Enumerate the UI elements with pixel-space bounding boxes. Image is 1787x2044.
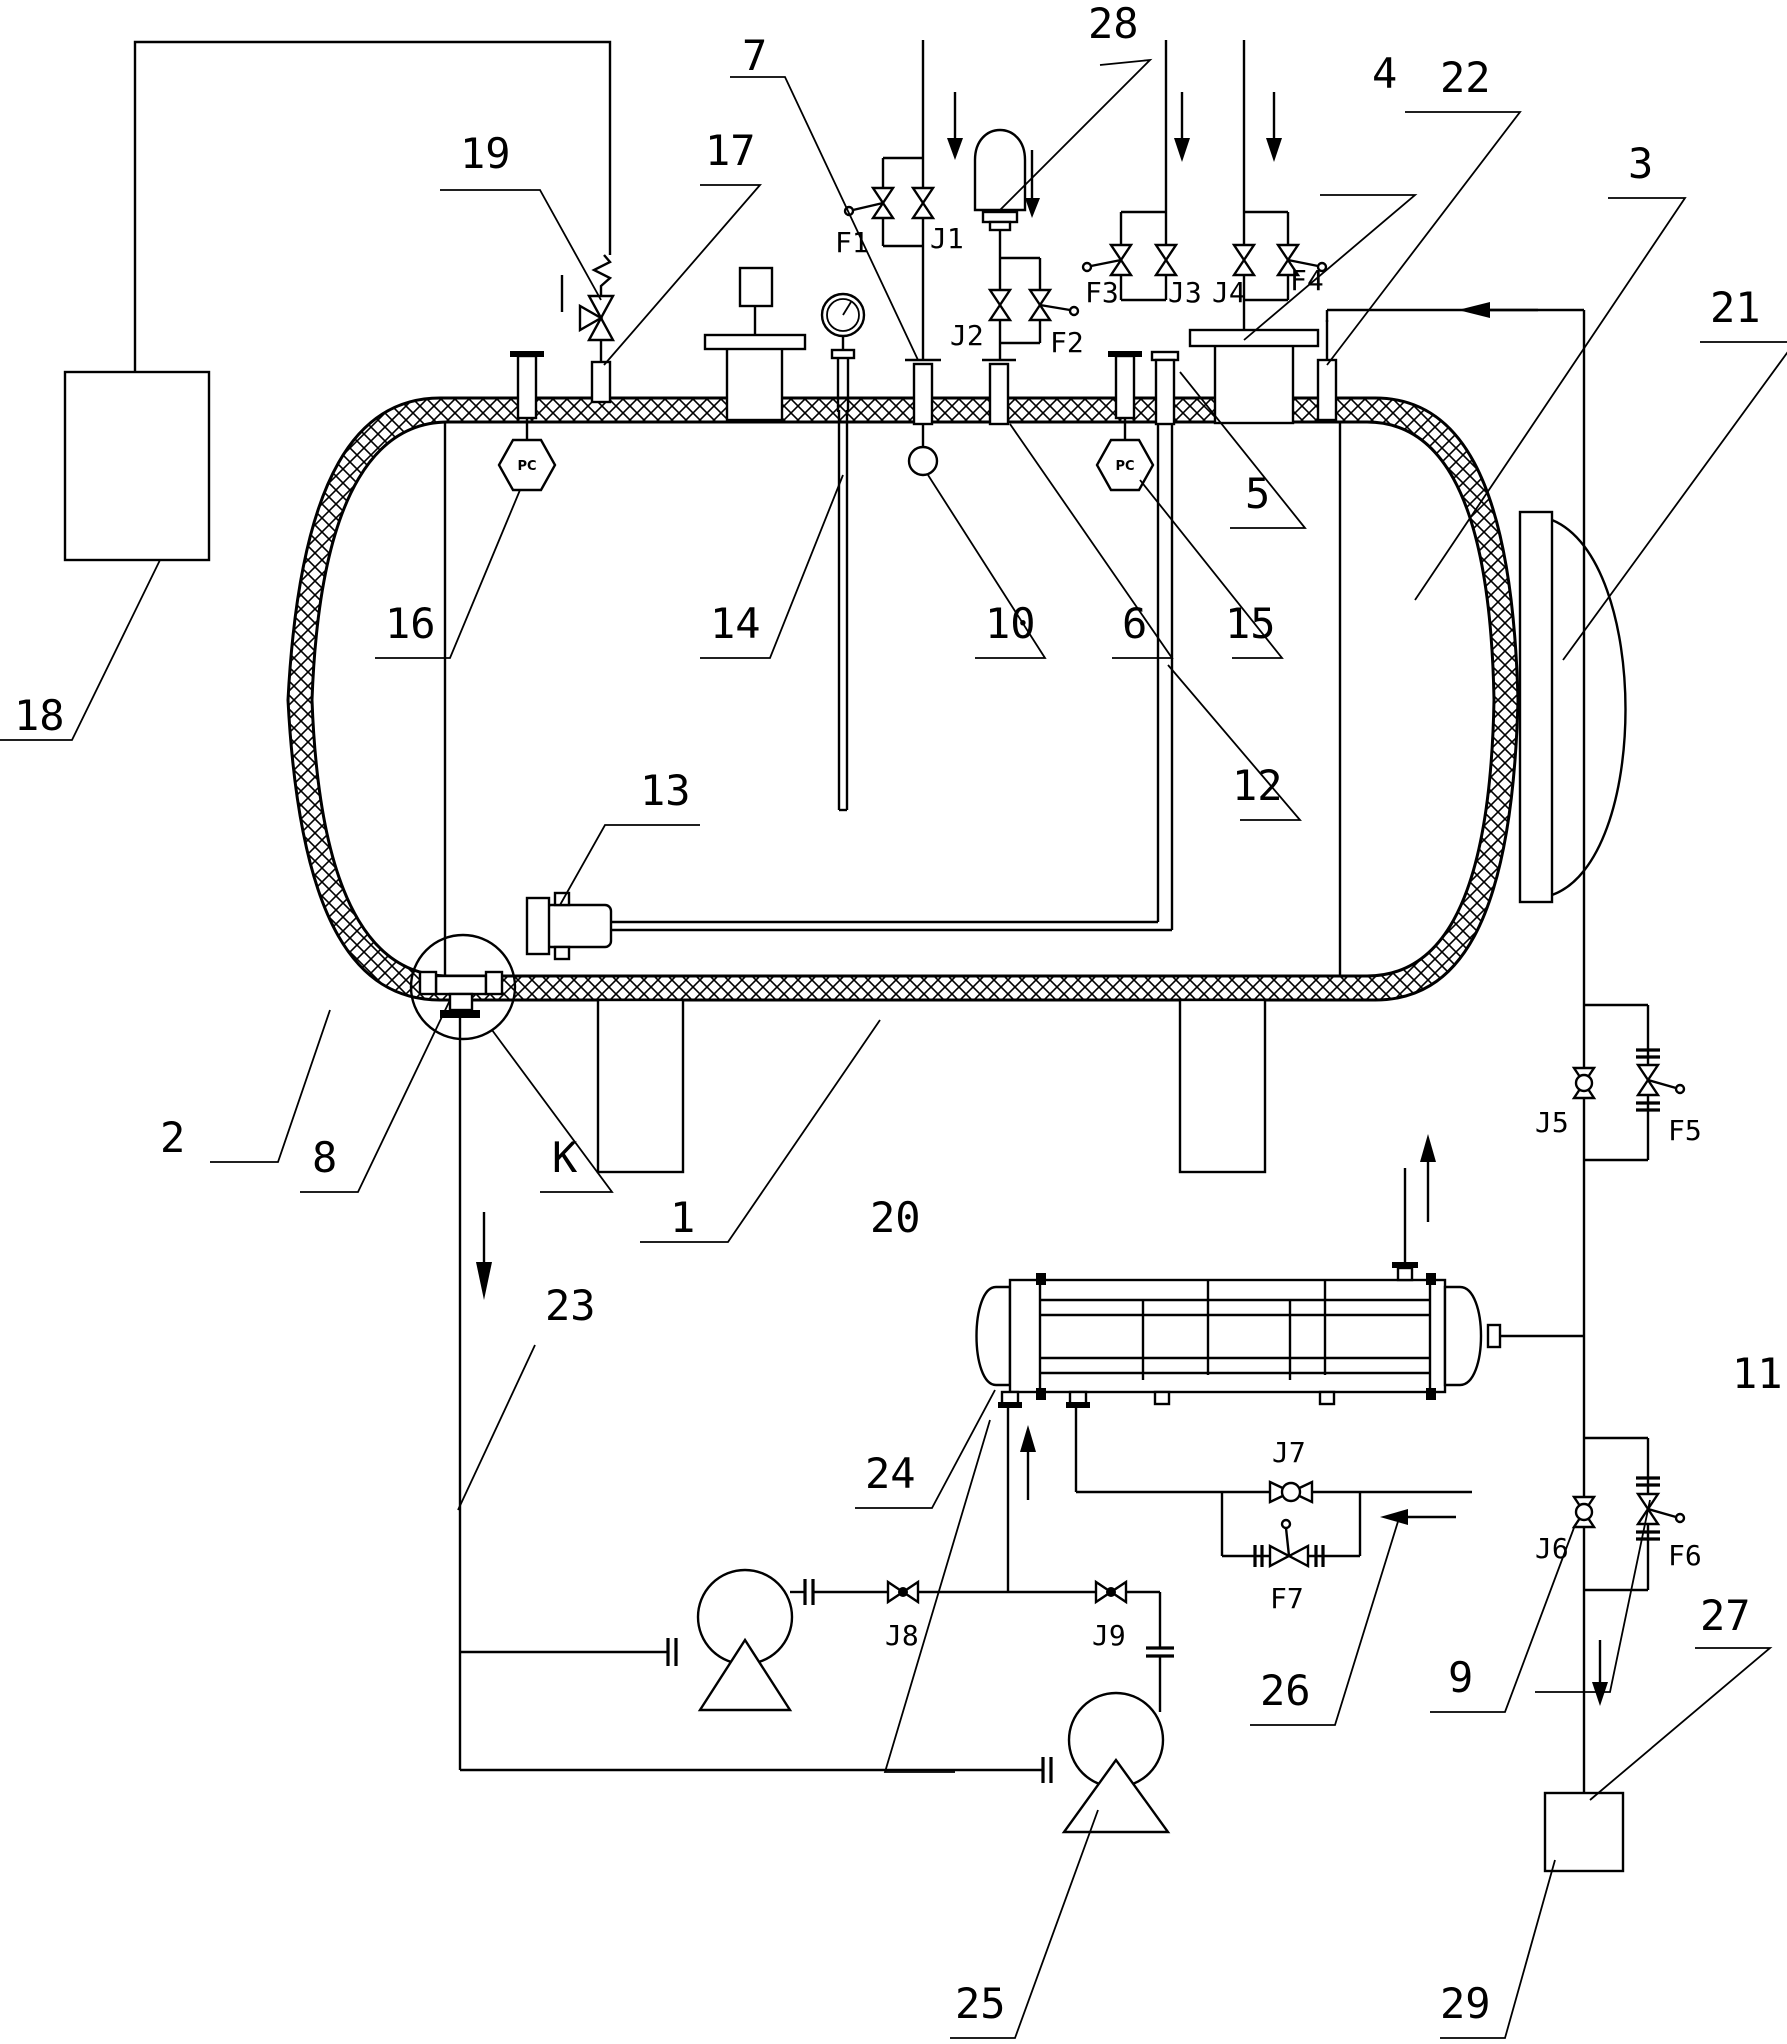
vessel-shell <box>286 396 1520 1002</box>
pc-sensor-label: PC <box>1115 459 1134 474</box>
label-set: 18 2 1 16 14 10 6 15 12 13 5 4 22 3 21 1… <box>14 0 1783 2028</box>
label-k: K <box>552 1133 578 1182</box>
pressure-sensor-nozzle-right: PC <box>1095 351 1155 492</box>
label-11: 11 <box>1732 1349 1783 1398</box>
pipe-j5-f5 <box>1571 1003 1686 1162</box>
pump-a <box>460 1568 1160 1712</box>
valve-f7 <box>1253 1518 1325 1568</box>
label-23: 23 <box>545 1281 596 1330</box>
label-16: 16 <box>385 599 436 648</box>
valve-label-j1: J1 <box>930 222 964 255</box>
pump-b <box>460 1592 1174 1834</box>
pipe-j1-f1 <box>843 40 936 360</box>
pipe-j3-f3 <box>1081 40 1179 302</box>
valve-j3 <box>1153 243 1179 277</box>
label-27: 27 <box>1700 1591 1751 1640</box>
label-20: 20 <box>870 1193 921 1242</box>
flow-arrow <box>1592 1682 1608 1706</box>
label-10: 10 <box>985 599 1036 648</box>
manhole-4 <box>1188 328 1320 425</box>
leader-lines <box>0 58 1787 2039</box>
valve-j2 <box>987 288 1013 322</box>
valve-label-j6: J6 <box>1535 1532 1569 1565</box>
thermowell <box>837 410 849 812</box>
valve-label-j2: J2 <box>950 319 984 352</box>
valve-label-j3: J3 <box>1168 276 1202 309</box>
valve-label-f6: F6 <box>1668 1539 1702 1572</box>
label-28: 28 <box>1088 0 1139 48</box>
safety-valve <box>560 254 616 404</box>
label-25: 25 <box>955 1979 1006 2028</box>
label-6: 6 <box>1122 599 1147 648</box>
pipe-j2-f2 <box>987 256 1080 345</box>
label-9: 9 <box>1448 1653 1473 1702</box>
label-29: 29 <box>1440 1979 1491 2028</box>
valve-j9 <box>1094 1579 1128 1605</box>
pc-sensor-label: PC <box>517 459 536 474</box>
label-14: 14 <box>710 599 761 648</box>
valve-label-j5: J5 <box>1535 1106 1569 1139</box>
label-1: 1 <box>670 1193 695 1242</box>
label-19: 19 <box>460 129 511 178</box>
valve-j8 <box>886 1579 920 1605</box>
collector-29 <box>1543 1791 1625 1873</box>
valve-j4 <box>1231 243 1257 277</box>
pipe-j6-f6 <box>1571 1436 1686 1592</box>
pressure-gauge <box>820 292 866 412</box>
label-7: 7 <box>742 31 767 80</box>
label-15: 15 <box>1225 599 1276 648</box>
valve-label-f2: F2 <box>1050 326 1084 359</box>
valve-label-j8: J8 <box>885 1619 919 1652</box>
flow-arrow <box>1420 1134 1436 1162</box>
flow-arrow <box>1458 302 1490 318</box>
valve-label-f7: F7 <box>1270 1582 1304 1615</box>
label-26: 26 <box>1260 1666 1311 1715</box>
flow-arrow <box>1020 1425 1036 1452</box>
heat-exchanger-24 <box>975 1168 1502 1408</box>
flow-arrow <box>1380 1509 1408 1525</box>
flow-arrow <box>1174 138 1190 162</box>
control-box-18 <box>63 40 612 562</box>
valve-j1 <box>910 186 936 220</box>
label-21: 21 <box>1710 283 1761 332</box>
spray-nozzle-13 <box>525 891 613 961</box>
support-leg-left <box>596 998 685 1174</box>
label-3: 3 <box>1628 139 1653 188</box>
label-8: 8 <box>312 1133 337 1182</box>
label-4: 4 <box>1372 49 1397 98</box>
top-motor-port <box>703 266 807 422</box>
label-17: 17 <box>705 126 756 175</box>
valve-label-j7: J7 <box>1272 1436 1306 1469</box>
label-22: 22 <box>1440 53 1491 102</box>
drain-detail-k <box>409 933 517 1770</box>
valve-j7 <box>1268 1480 1314 1504</box>
label-12: 12 <box>1232 761 1283 810</box>
label-18: 18 <box>14 691 65 740</box>
label-2: 2 <box>160 1113 185 1162</box>
valve-label-f1: F1 <box>835 226 869 259</box>
valve-label-f4: F4 <box>1290 264 1324 297</box>
valve-label-f3: F3 <box>1085 276 1119 309</box>
flow-arrow <box>1266 138 1282 162</box>
valve-label-j4: J4 <box>1212 276 1246 309</box>
pipe-12 <box>612 350 1180 932</box>
flow-arrow <box>947 138 963 160</box>
valve-label-f5: F5 <box>1668 1114 1702 1147</box>
pipe-j4-f4 <box>1231 40 1328 330</box>
vessel-door <box>1518 510 1627 904</box>
cooling-water-line-26 <box>1074 1408 1472 1558</box>
flow-arrow <box>476 1262 492 1300</box>
inlet-nozzle-10 <box>905 358 941 477</box>
valve-label-set: F1 J1 J2 F2 F3 J3 J4 F4 J5 F5 J6 F6 J7 F… <box>835 222 1702 1652</box>
pressure-sensor-nozzle-left: PC <box>497 351 557 492</box>
label-5: 5 <box>1245 469 1270 518</box>
valve-label-j9: J9 <box>1092 1619 1126 1652</box>
label-24: 24 <box>865 1449 916 1498</box>
support-leg-right <box>1178 998 1267 1174</box>
label-13: 13 <box>640 766 691 815</box>
